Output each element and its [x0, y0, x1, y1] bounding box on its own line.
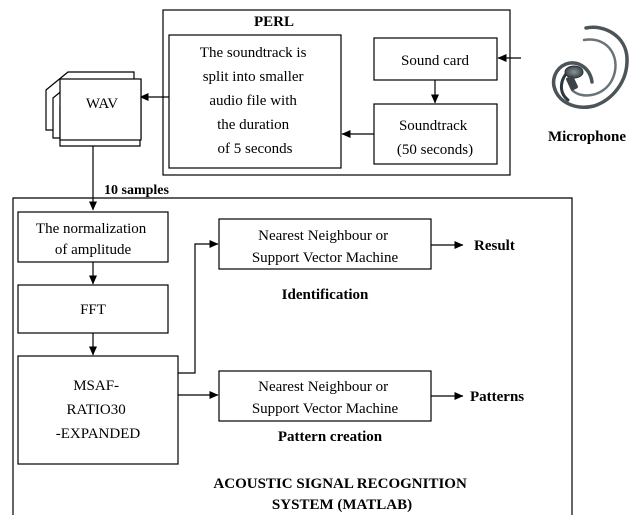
normalization-label: The normalization of amplitude [36, 221, 150, 258]
soundtrack-label: Soundtrack (50 seconds) [397, 118, 473, 158]
arrow-msaf-to-identification [178, 240, 219, 374]
soundtrack-box [373, 103, 498, 165]
fft-label: FFT [80, 302, 106, 318]
perl-frame [162, 9, 511, 176]
msaf-box [17, 355, 179, 465]
split-box-text: The soundtrack is split into smaller aud… [200, 45, 310, 157]
system-title: ACOUSTIC SIGNAL RECOGNITION SYSTEM (MATL… [213, 476, 470, 513]
pattern-creation-label: Pattern creation [278, 429, 383, 445]
identification-label: Identification [282, 287, 369, 303]
normalization-box [17, 211, 169, 263]
samples-label: 10 samples [104, 183, 170, 198]
microphone-icon [551, 25, 629, 109]
microphone-label: Microphone [548, 129, 626, 145]
patterns-label: Patterns [470, 389, 524, 405]
sound-card-label: Sound card [401, 53, 469, 69]
msaf-label: MSAF- RATIO30 -EXPANDED [56, 378, 141, 442]
fft-box [17, 284, 169, 334]
classifier-identification-label: Nearest Neighbour or Support Vector Mach… [252, 228, 399, 266]
wav-box [59, 78, 142, 141]
perl-title: PERL [254, 14, 294, 30]
classifier-pattern-label: Nearest Neighbour or Support Vector Mach… [252, 379, 399, 417]
result-label: Result [474, 238, 515, 254]
wav-label: WAV [86, 96, 118, 112]
matlab-frame [12, 197, 573, 515]
classifier-pattern-box [218, 370, 432, 422]
sound-card-box [373, 37, 498, 81]
classifier-identification-box [218, 218, 432, 270]
split-box [168, 34, 342, 169]
